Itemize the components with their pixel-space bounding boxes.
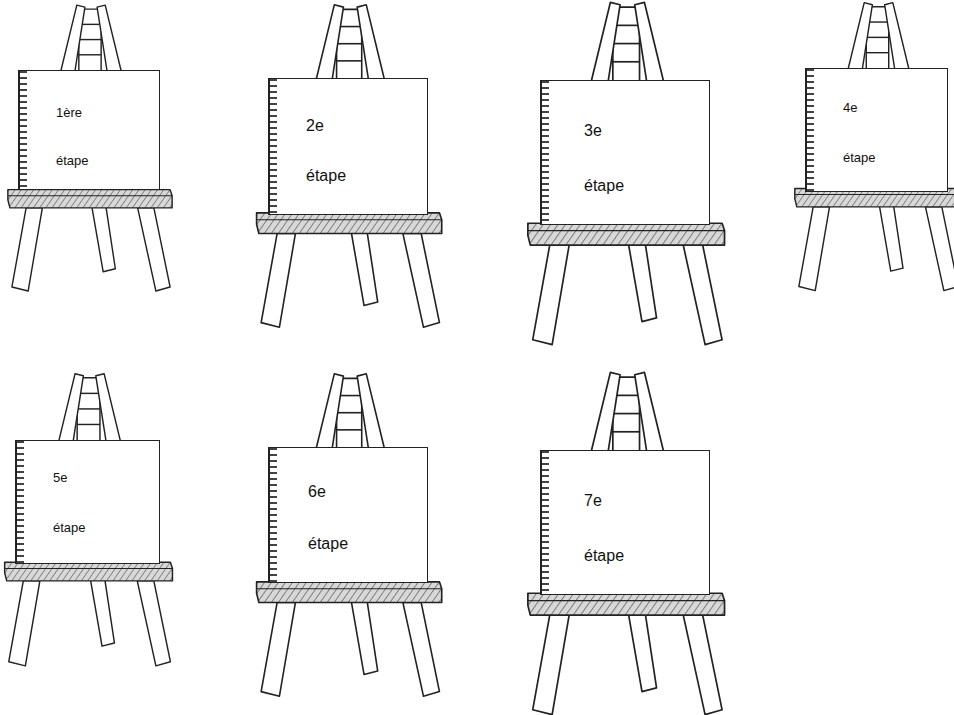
easel xyxy=(257,374,442,696)
easel xyxy=(795,3,954,291)
step-label: 4e étape xyxy=(843,83,890,183)
step-label: 1ère étape xyxy=(56,89,103,185)
easel xyxy=(257,5,442,327)
step-label: 7e étape xyxy=(584,473,642,583)
easel-board: 6e étape xyxy=(268,447,428,583)
easel xyxy=(528,2,725,344)
step-label: 2e étape xyxy=(306,101,364,201)
easel xyxy=(5,374,173,666)
easel-board: 4e étape xyxy=(805,68,948,192)
easel xyxy=(8,5,172,291)
easel xyxy=(528,372,725,714)
easel-board: 1ère étape xyxy=(18,70,160,190)
step-label: 5e étape xyxy=(53,453,100,553)
step-label: 3e étape xyxy=(584,103,642,213)
easel-board: 5e étape xyxy=(15,440,160,564)
easel-board: 3e étape xyxy=(540,80,710,225)
easel-board: 7e étape xyxy=(540,450,710,595)
easel-board: 2e étape xyxy=(268,78,428,215)
step-label: 6e étape xyxy=(308,466,366,570)
